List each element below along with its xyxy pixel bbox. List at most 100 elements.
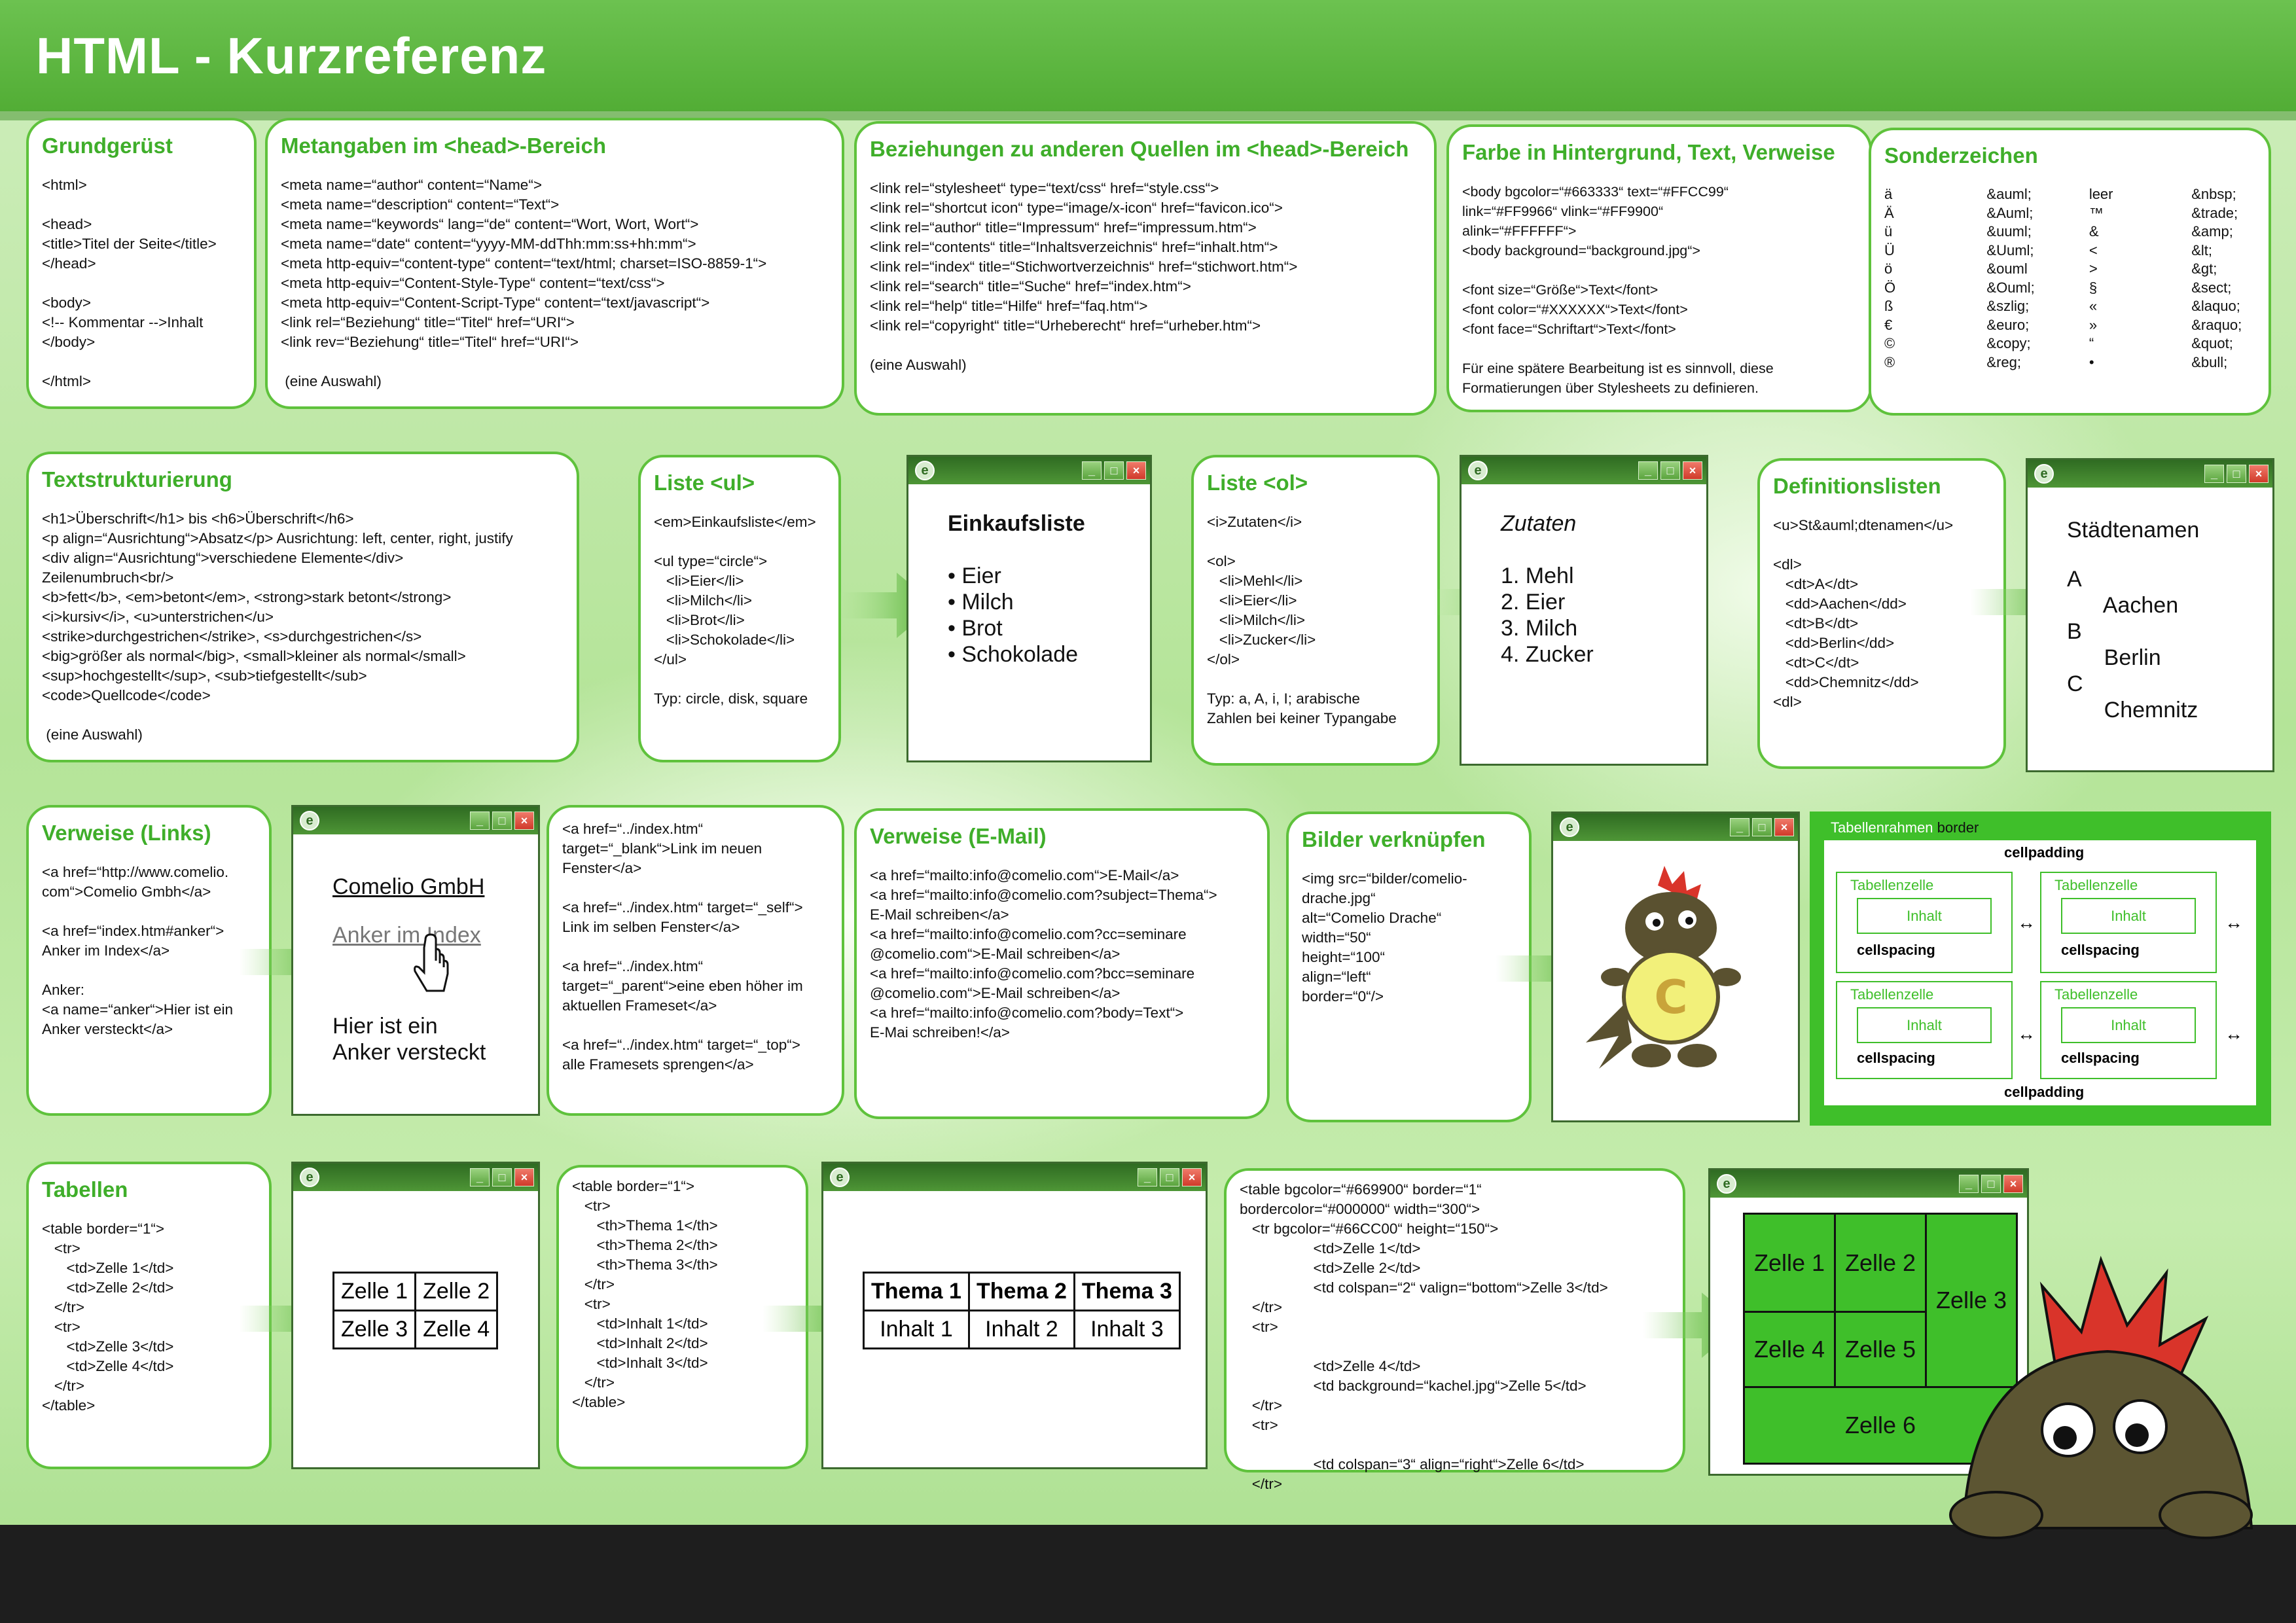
browser-icon: e: [830, 1168, 850, 1187]
arrow-horizontal-icon: ↔: [2225, 1024, 2243, 1044]
table-cell-diagram: Tabellenzelle Inhalt cellspacing: [2040, 981, 2217, 1079]
arrow-horizontal-icon: ↔: [2225, 912, 2243, 933]
code-block: <i>Zutaten</i> <ol> <li>Mehl</li> <li>Ei…: [1207, 514, 1397, 726]
close-icon[interactable]: ×: [514, 812, 534, 830]
close-icon[interactable]: ×: [1126, 461, 1146, 480]
close-icon[interactable]: ×: [1182, 1168, 1202, 1186]
maximize-icon[interactable]: □: [1981, 1175, 2001, 1193]
window-titlebar[interactable]: e _□×: [293, 1164, 538, 1191]
code-block: <table border=“1“> <tr> <th>Thema 1</th>…: [572, 1178, 718, 1410]
entity-column: &auml; &Auml; &uuml; &Uuml; &ouml &Ouml;…: [1986, 186, 2035, 370]
char-column: leer ™ & < > § « » “ •: [2089, 186, 2113, 370]
minimize-icon[interactable]: _: [1638, 461, 1658, 480]
maximize-icon[interactable]: □: [1104, 461, 1124, 480]
close-icon[interactable]: ×: [2003, 1175, 2023, 1193]
code-block: <table bgcolor=“#669900“ border=“1“ bord…: [1240, 1181, 1608, 1492]
window-titlebar[interactable]: e _□×: [908, 457, 1150, 484]
card-metangaben: Metangaben im <head>-Bereich <meta name=…: [265, 118, 844, 409]
minimize-icon[interactable]: _: [2204, 465, 2224, 483]
maximize-icon[interactable]: □: [492, 812, 512, 830]
card-textstrukturierung: Textstrukturierung <h1>Überschrift</h1> …: [26, 452, 579, 762]
card-title: Beziehungen zu anderen Quellen im <head>…: [870, 137, 1409, 161]
arrow-horizontal-icon: ↔: [2017, 1024, 2036, 1044]
card-title: Bilder verknüpfen: [1302, 827, 1486, 851]
close-icon[interactable]: ×: [2249, 465, 2269, 483]
card-title: Verweise (E-Mail): [870, 824, 1047, 848]
close-icon[interactable]: ×: [1683, 461, 1702, 480]
table-cell-diagram: Tabellenzelle Inhalt cellspacing: [2040, 872, 2217, 973]
minimize-icon[interactable]: _: [470, 812, 490, 830]
code-block: <body bgcolor=“#663333“ text=“#FFCC99“ l…: [1462, 184, 1774, 396]
card-tabellen: Tabellen <table border=“1“> <tr> <td>Zel…: [26, 1162, 272, 1469]
preview-window-ul: e _□× Einkaufsliste • Eier • Milch • Brot…: [906, 455, 1152, 762]
card-farbe: Farbe in Hintergrund, Text, Verweise <bo…: [1446, 124, 1872, 412]
page-title: HTML - Kurzreferenz: [36, 27, 547, 84]
maximize-icon[interactable]: □: [1752, 818, 1772, 836]
dragon-mascot-icon: C: [1586, 866, 1741, 1069]
window-titlebar[interactable]: e _□×: [293, 807, 538, 834]
bottom-bar: [0, 1525, 2296, 1623]
code-block: <meta name=“author“ content=“Name“> <met…: [281, 177, 767, 389]
card-definitionslisten: Definitionslisten <u>St&auml;dtenamen</u…: [1757, 458, 2006, 769]
minimize-icon[interactable]: _: [1082, 461, 1102, 480]
card-title: Liste <ul>: [654, 471, 755, 495]
window-titlebar[interactable]: e _□×: [1553, 813, 1798, 841]
table-cell-diagram: Tabellenzelle Inhalt cellspacing: [1836, 872, 2013, 973]
code-block: <h1>Überschrift</h1> bis <h6>Überschrift…: [42, 510, 513, 743]
char-column: ä Ä ü Ü ö Ö ß € © ®: [1884, 186, 1896, 370]
preview-window-ol: e_□× Zutaten 1. Mehl 2. Eier 3. Milch 4.…: [1460, 455, 1708, 766]
minimize-icon[interactable]: _: [1138, 1168, 1157, 1186]
maximize-icon[interactable]: □: [2227, 465, 2246, 483]
maximize-icon[interactable]: □: [1660, 461, 1680, 480]
minimize-icon[interactable]: _: [470, 1168, 490, 1186]
table-area: cellpadding cellpadding Tabellenzelle In…: [1824, 840, 2256, 1105]
preview-heading: Zutaten: [1501, 511, 1577, 536]
card-beziehungen: Beziehungen zu anderen Quellen im <head>…: [854, 121, 1437, 416]
card-verweise-email: Verweise (E-Mail) <a href=“mailto:info@c…: [854, 808, 1270, 1119]
close-icon[interactable]: ×: [1774, 818, 1794, 836]
card-grundgeruest: Grundgerüst <html> <head> <title>Titel d…: [26, 118, 257, 409]
card-title: Verweise (Links): [42, 821, 211, 845]
header-bar: [0, 0, 2296, 111]
code-block: <a href=“http://www.comelio. com“>Comeli…: [42, 864, 234, 1037]
window-titlebar[interactable]: e_□×: [1462, 457, 1706, 484]
browser-icon: e: [1717, 1174, 1736, 1194]
code-block: <link rel=“stylesheet“ type=“text/css“ h…: [870, 180, 1298, 373]
browser-icon: e: [300, 1168, 319, 1187]
code-block: <em>Einkaufsliste</em> <ul type=“circle“…: [654, 514, 816, 707]
preview-window-dl: e_□× Städtenamen A Aachen B Berlin C Che…: [2026, 458, 2274, 772]
preview-list: • Eier • Milch • Brot • Schokolade: [948, 563, 1079, 667]
card-verweise-links: Verweise (Links) <a href=“http://www.com…: [26, 805, 272, 1116]
browser-icon: e: [915, 461, 935, 480]
window-titlebar[interactable]: e _□×: [823, 1164, 1206, 1191]
link-comelio[interactable]: Comelio GmbH: [332, 874, 485, 899]
minimize-icon[interactable]: _: [1959, 1175, 1979, 1193]
card-title: Definitionslisten: [1773, 474, 1941, 498]
entity-column: &nbsp; &trade; &amp; &lt; &gt; &sect; &l…: [2191, 186, 2242, 370]
card-bilder: Bilder verknüpfen <img src=“bilder/comel…: [1286, 812, 1532, 1122]
browser-icon: e: [300, 811, 319, 830]
window-titlebar[interactable]: e_□×: [2028, 460, 2272, 488]
window-titlebar[interactable]: e _□×: [1710, 1170, 2027, 1198]
svg-text:C: C: [1654, 971, 1687, 1024]
preview-heading: Einkaufsliste: [948, 511, 1085, 536]
maximize-icon[interactable]: □: [1160, 1168, 1179, 1186]
dragon-peeking-icon: [1949, 1255, 2253, 1539]
diagram-title: Tabellenrahmen border: [1831, 819, 1979, 836]
preview-list: 1. Mehl 2. Eier 3. Milch 4. Zucker: [1501, 563, 1594, 667]
arrow-horizontal-icon: ↔: [2017, 912, 2036, 933]
code-block: <u>St&auml;dtenamen</u> <dl> <dt>A</dt> …: [1773, 517, 1954, 710]
browser-icon: e: [1560, 817, 1579, 837]
card-title: Tabellen: [42, 1177, 128, 1202]
maximize-icon[interactable]: □: [492, 1168, 512, 1186]
cellpadding-label: cellpadding: [2004, 844, 2085, 861]
card-link-targets: <a href=“../index.htm“ target=“_blank“>L…: [547, 805, 844, 1116]
card-title: Grundgerüst: [42, 134, 173, 158]
minimize-icon[interactable]: _: [1730, 818, 1749, 836]
link-anker[interactable]: Anker im Index: [332, 923, 481, 948]
close-icon[interactable]: ×: [514, 1168, 534, 1186]
